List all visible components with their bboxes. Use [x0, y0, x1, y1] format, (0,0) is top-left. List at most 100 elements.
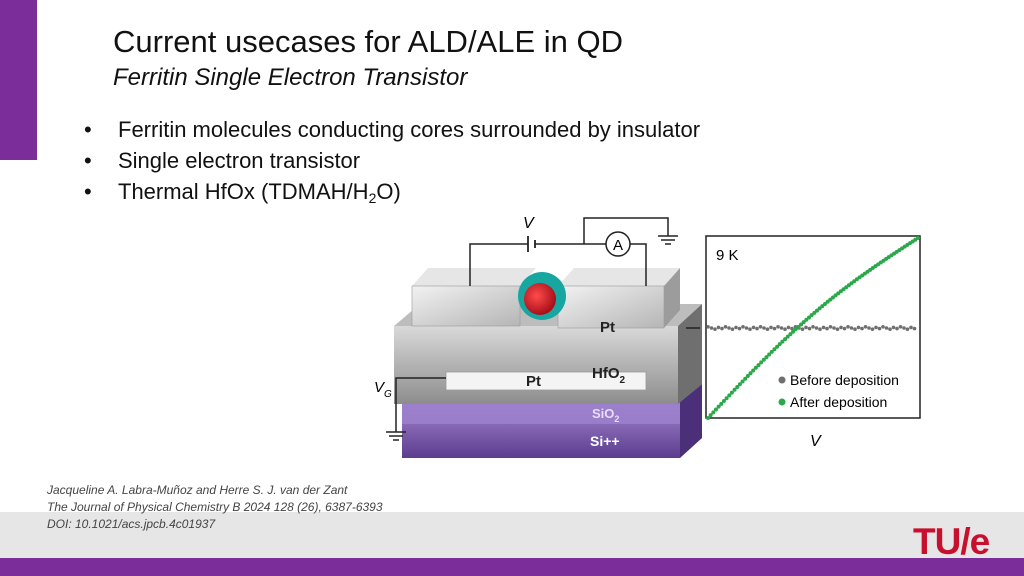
pt-right-electrode [557, 285, 665, 329]
before-point [884, 326, 889, 330]
before-point [720, 326, 724, 331]
before-point [825, 326, 829, 331]
after-point [772, 347, 777, 352]
before-point [891, 325, 896, 330]
before-point [909, 325, 913, 330]
before-point [832, 326, 836, 330]
after-point [708, 413, 713, 418]
after-point [820, 304, 825, 309]
before-point [779, 326, 784, 330]
hfo2-side [678, 304, 702, 404]
pt-right-top [558, 268, 680, 286]
before-point [828, 325, 833, 329]
ferritin-core [524, 283, 556, 315]
after-point [767, 352, 772, 357]
before-point [709, 326, 714, 330]
before-point [769, 325, 773, 330]
after-point [719, 401, 724, 406]
after-point [740, 379, 745, 384]
pt-top-label: Pt [600, 319, 615, 336]
si-side [680, 384, 702, 458]
gate-electrode [445, 371, 647, 391]
pt-left-top [412, 268, 536, 286]
after-point [801, 320, 806, 325]
after-point [759, 360, 764, 365]
after-point [780, 339, 785, 344]
si-label: Si++ [590, 433, 620, 449]
before-point [821, 325, 826, 330]
ground-wire [583, 217, 669, 244]
after-point [825, 299, 830, 304]
after-point [807, 315, 812, 320]
legend-after-marker [778, 398, 786, 406]
after-point [721, 399, 726, 404]
plot-xlabel: V [810, 433, 822, 450]
sio2-layer [402, 402, 680, 424]
after-point [812, 310, 817, 315]
after-point [814, 308, 819, 313]
citation: Jacqueline A. Labra-Muñoz and Herre S. J… [47, 482, 383, 533]
after-point [743, 376, 748, 381]
before-point [734, 325, 738, 330]
after-point [706, 416, 710, 420]
after-point [748, 371, 753, 376]
after-point [788, 332, 793, 337]
after-point [724, 396, 729, 401]
before-point [723, 325, 728, 329]
device-diagram: A V VG Pt HfO2 Pt SiO2 Si++ 9 K Before d… [374, 215, 921, 458]
before-point [867, 326, 871, 330]
before-deposition-series [706, 325, 917, 331]
tue-logo: TU/e [913, 521, 990, 562]
before-point [839, 325, 843, 330]
device-figure: A V VG Pt HfO2 Pt SiO2 Si++ 9 K Before d… [360, 206, 950, 468]
after-point [729, 390, 734, 395]
citation-doi: DOI: 10.1021/acs.jpcb.4c01937 [47, 517, 216, 531]
bullet-list: Ferritin molecules conducting cores surr… [84, 114, 700, 214]
after-deposition-series [706, 236, 920, 420]
after-point [809, 313, 814, 318]
after-point [735, 385, 740, 390]
before-point [776, 325, 780, 329]
gate-wire [395, 377, 446, 432]
before-point [874, 325, 878, 330]
bias-label: V [523, 215, 535, 232]
bullet-item: Thermal HfOx (TDMAH/H2O) [84, 176, 700, 214]
before-point [860, 326, 864, 331]
legend-before-marker [778, 376, 786, 384]
gate-pt-label: Pt [526, 373, 541, 390]
after-point [711, 410, 716, 415]
before-point [755, 326, 759, 331]
after-point [799, 322, 804, 327]
after-point [745, 373, 750, 378]
before-point [758, 325, 763, 329]
bullet-item: Single electron transistor [84, 145, 700, 176]
before-point [842, 326, 847, 331]
after-point [769, 349, 774, 354]
after-point [775, 344, 780, 349]
before-point [888, 327, 892, 331]
after-point [785, 334, 790, 339]
before-point [863, 325, 868, 329]
before-point [741, 325, 745, 329]
before-point [853, 327, 857, 331]
before-point [748, 327, 752, 331]
after-point [796, 324, 801, 329]
before-point [877, 326, 882, 331]
slide-title: Current usecases for ALD/ALE in QD [113, 24, 624, 59]
before-point [811, 325, 815, 329]
before-point [856, 325, 861, 330]
after-point [716, 404, 721, 409]
after-point [727, 393, 732, 398]
after-point [732, 387, 737, 392]
before-point [727, 326, 731, 330]
before-point [737, 326, 742, 331]
after-point [828, 297, 833, 302]
before-point [786, 325, 791, 330]
legend-before: Before deposition [790, 372, 899, 388]
after-point [737, 382, 742, 387]
legend-after: After deposition [790, 394, 887, 410]
before-point [713, 327, 717, 331]
after-point [804, 317, 809, 322]
before-point [744, 326, 749, 330]
after-point [751, 368, 756, 373]
